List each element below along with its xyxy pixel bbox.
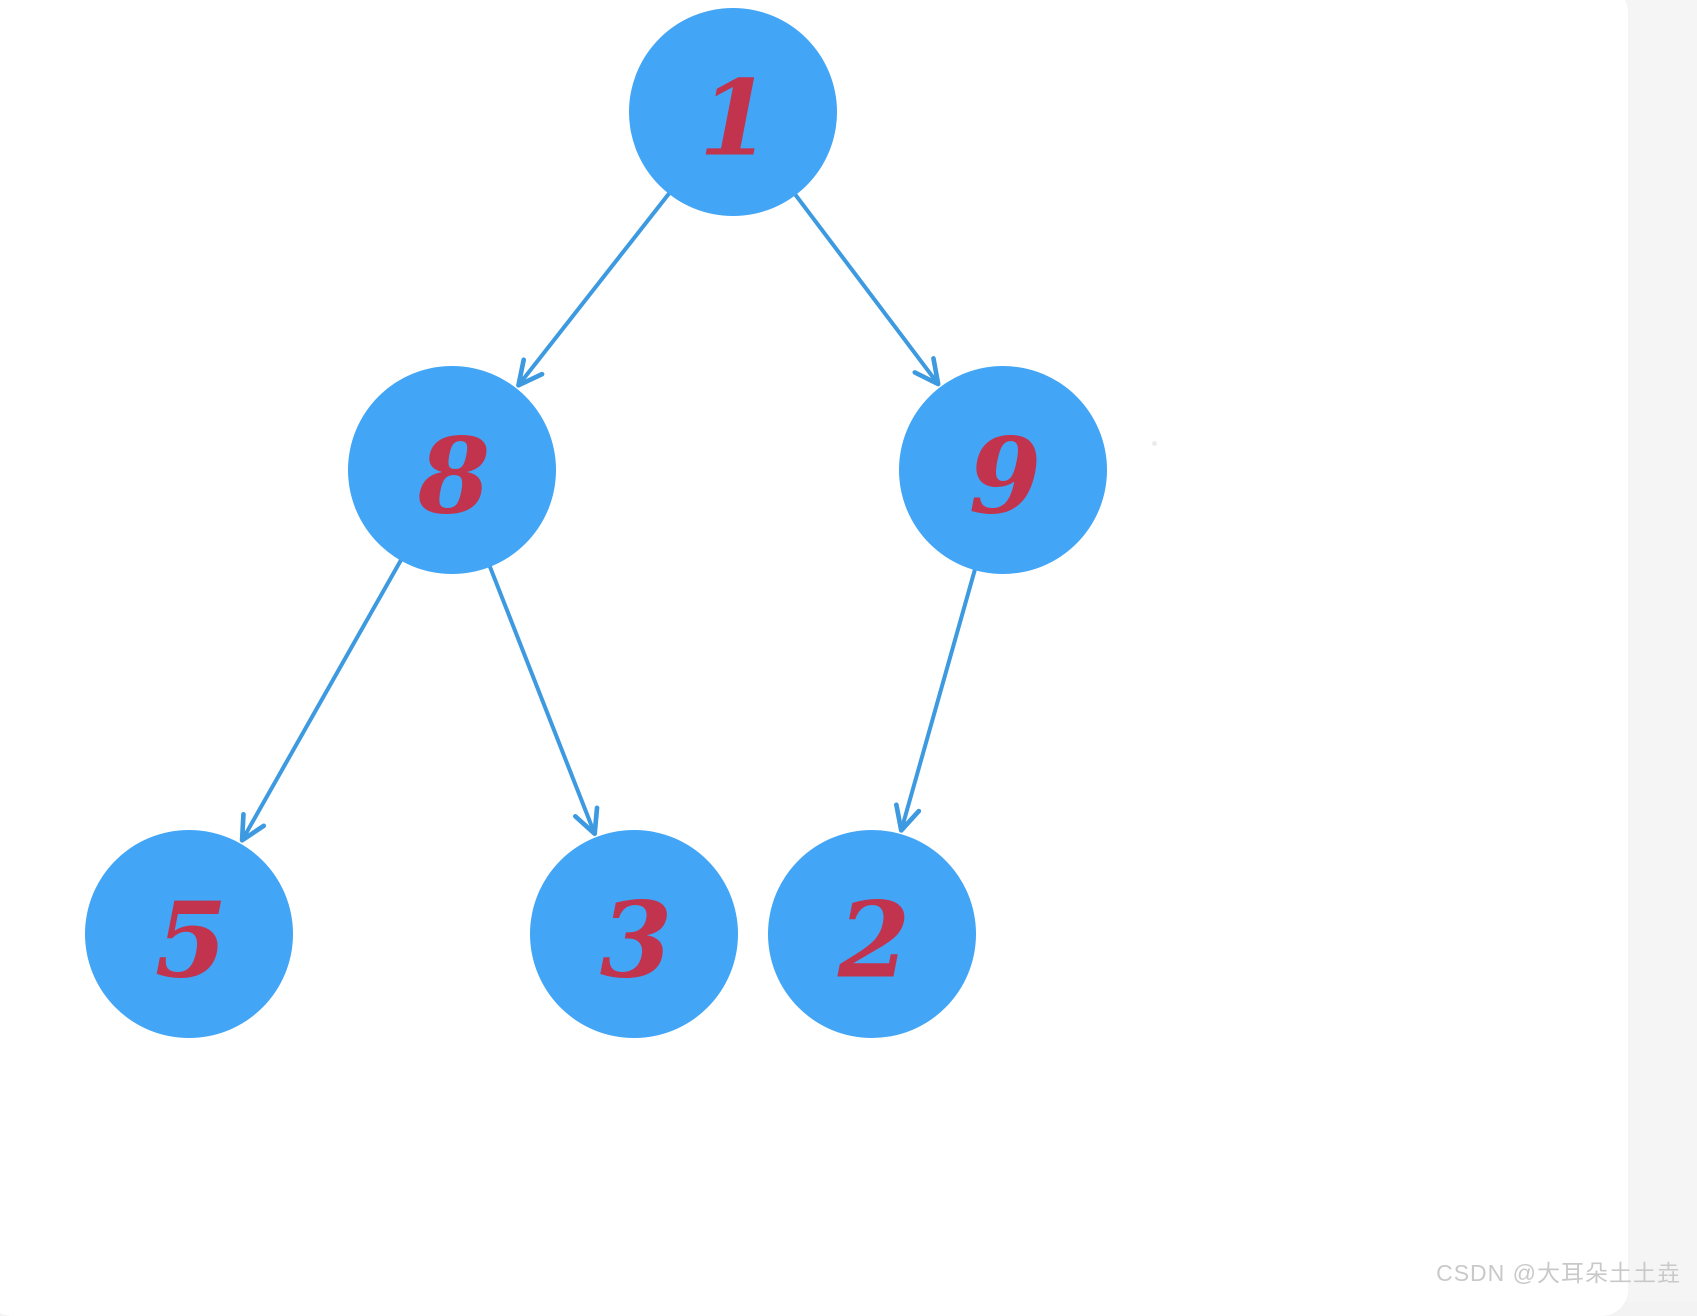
node-circle[interactable] [629,8,837,216]
node-circle[interactable] [85,830,293,1038]
tree-edge [516,190,673,388]
csdn-watermark: CSDN @大耳朵土土垚 [1436,1260,1681,1286]
node-label: 5 [155,879,227,1002]
node-label: 8 [417,415,490,538]
tree-node[interactable]: 8 [348,366,556,574]
tree-node[interactable]: 1 [629,8,837,216]
tree-node[interactable]: 3 [530,830,738,1038]
node-circle[interactable] [768,830,976,1038]
node-label: 2 [837,879,910,1002]
tree-node[interactable]: 5 [85,830,293,1038]
node-circle[interactable] [530,830,738,1038]
tree-edge [894,566,978,833]
tree-edge [239,556,404,843]
node-label: 9 [969,415,1041,538]
tree-node[interactable]: 9 [899,366,1107,574]
node-circle[interactable] [348,366,556,574]
node-label: 3 [600,879,672,1002]
tree-node[interactable]: 2 [768,830,976,1038]
node-circle[interactable] [899,366,1107,574]
tree-edge [792,191,941,387]
canvas-speck [1152,441,1157,446]
node-layer: 1 8 9 5 3 2 [85,8,1107,1038]
node-label: 1 [699,57,771,180]
edge-layer [239,190,978,843]
tree-edge [487,562,600,837]
